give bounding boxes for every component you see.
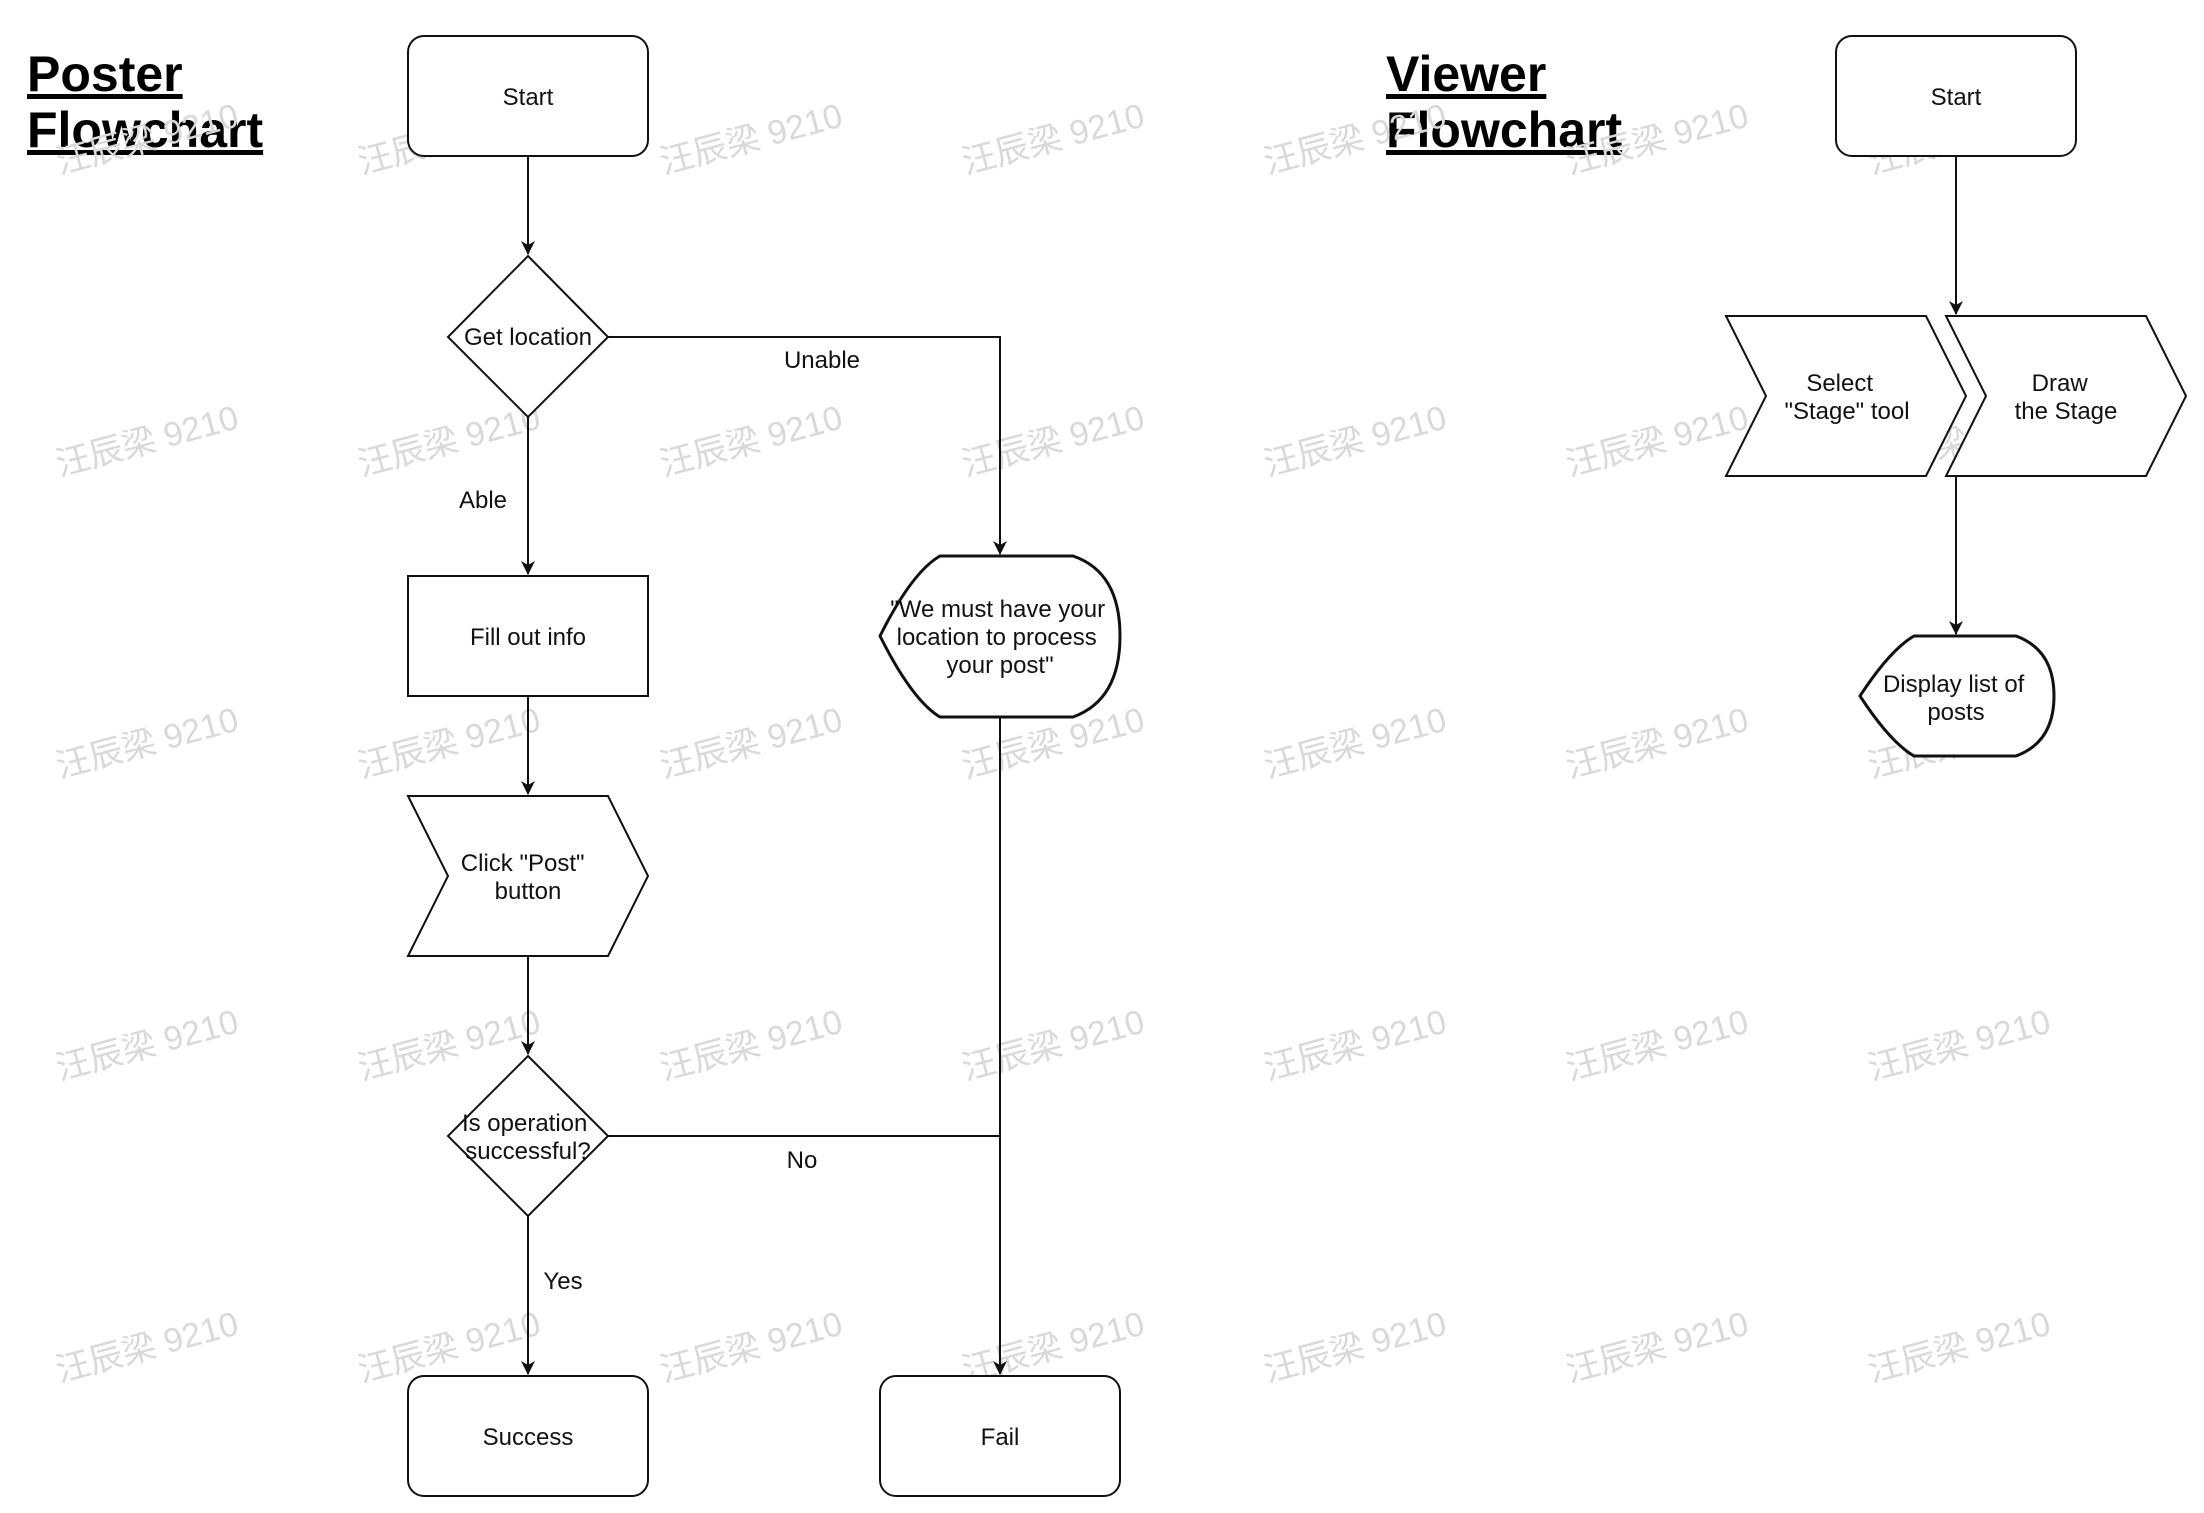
select-stage-tool-line-2: "Stage" tool <box>1784 398 1909 425</box>
click-post-step <box>406 795 650 957</box>
click-post-label: Click "Post" button <box>461 850 591 905</box>
success-node <box>407 1375 649 1497</box>
watermark-2-2: 汪辰梁 9210 <box>656 701 847 786</box>
watermark-1-1: 汪辰梁 9210 <box>354 399 545 484</box>
location-message-line-2: location to process <box>897 624 1097 651</box>
watermark-3-5: 汪辰梁 9210 <box>1562 1003 1753 1088</box>
viewer-start-node <box>1835 35 2077 157</box>
watermark-0-3: 汪辰梁 9210 <box>958 97 1149 182</box>
watermark-1-3: 汪辰梁 9210 <box>958 399 1149 484</box>
watermark-2-5: 汪辰梁 9210 <box>1562 701 1753 786</box>
watermark-0-2: 汪辰梁 9210 <box>656 97 847 182</box>
edge-label-yes: Yes <box>543 1268 582 1295</box>
draw-stage-step <box>1944 315 2188 477</box>
watermark-0-4: 汪辰梁 9210 <box>1260 97 1451 182</box>
select-stage-tool-line-1: Select <box>1806 370 1873 397</box>
watermark-0-5: 汪辰梁 9210 <box>1562 97 1753 182</box>
poster-title-line-1: Poster <box>27 46 183 102</box>
watermark-4-2: 汪辰梁 9210 <box>656 1305 847 1390</box>
node-layer <box>406 35 2188 1497</box>
watermark-1-0: 汪辰梁 9210 <box>52 399 243 484</box>
watermark-1-4: 汪辰梁 9210 <box>1260 399 1451 484</box>
watermark-4-4: 汪辰梁 9210 <box>1260 1305 1451 1390</box>
watermark-3-2: 汪辰梁 9210 <box>656 1003 847 1088</box>
edge-label-able: Able <box>459 487 507 514</box>
edge-label-unable: Unable <box>784 347 860 374</box>
viewer-flowchart-title: Viewer Flowchart <box>1386 46 1622 158</box>
connector-layer <box>521 156 1963 1375</box>
operation-successful-line-1: Is operation <box>462 1110 587 1137</box>
watermark-2-4: 汪辰梁 9210 <box>1260 701 1451 786</box>
poster-start-label: Start <box>503 84 554 111</box>
fill-out-info-node <box>407 575 649 697</box>
draw-stage-label: Draw the Stage <box>2015 370 2118 425</box>
poster-start-node <box>407 35 649 157</box>
watermark-3-4: 汪辰梁 9210 <box>1260 1003 1451 1088</box>
location-message-line-3: your post" <box>946 652 1053 679</box>
draw-stage-line-1: Draw <box>2032 370 2089 397</box>
watermark-0-0: 汪辰梁 9210 <box>52 97 243 182</box>
fail-label: Fail <box>981 1424 1020 1451</box>
location-message-display <box>878 554 1122 719</box>
display-posts-line-1: Display list of <box>1883 671 2025 698</box>
watermark-layer: 汪辰梁 9210 汪辰梁 9210 汪辰梁 9210 汪辰梁 9210 汪辰梁 9210… <box>52 97 2055 1390</box>
display-posts-line-2: posts <box>1927 699 1984 726</box>
edge-label-no: No <box>787 1147 818 1174</box>
select-stage-tool-step <box>1724 315 1968 477</box>
edge-get-location-unable <box>608 336 1007 555</box>
get-location-label: Get location <box>464 324 592 351</box>
poster-flowchart-title: Poster Flowchart <box>27 46 263 158</box>
operation-successful-label: Is operation successful? <box>462 1110 594 1165</box>
watermark-4-6: 汪辰梁 9210 <box>1864 1305 2055 1390</box>
watermark-1-5: 汪辰梁 9210 <box>1562 399 1753 484</box>
draw-stage-line-2: the Stage <box>2015 398 2118 425</box>
watermark-4-5: 汪辰梁 9210 <box>1562 1305 1753 1390</box>
click-post-label-line-1: Click "Post" <box>461 850 585 877</box>
get-location-label-line-1: Get location <box>464 324 592 351</box>
location-message-line-1: "We must have your <box>890 596 1105 623</box>
watermark-3-3: 汪辰梁 9210 <box>958 1003 1149 1088</box>
watermark-4-0: 汪辰梁 9210 <box>52 1305 243 1390</box>
viewer-title-line-1: Viewer <box>1386 46 1547 102</box>
display-posts-label: Display list of posts <box>1883 671 2031 726</box>
poster-title-line-2: Flowchart <box>27 102 264 158</box>
operation-successful-decision <box>446 1054 610 1218</box>
viewer-title-line-2: Flowchart <box>1386 102 1623 158</box>
viewer-start-label: Start <box>1931 84 1982 111</box>
get-location-decision <box>446 254 610 419</box>
label-layer: Start Get location Fill out info Click "… <box>459 84 2117 1451</box>
fill-out-info-label-line-1: Fill out info <box>470 624 586 651</box>
watermark-2-0: 汪辰梁 9210 <box>52 701 243 786</box>
watermark-2-1: 汪辰梁 9210 <box>354 701 545 786</box>
display-posts-display <box>1858 634 2056 758</box>
operation-successful-line-2: successful? <box>465 1138 590 1165</box>
watermark-3-0: 汪辰梁 9210 <box>52 1003 243 1088</box>
select-stage-tool-label: Select "Stage" tool <box>1784 370 1909 425</box>
fill-out-info-label: Fill out info <box>470 624 586 651</box>
fail-node <box>879 1375 1121 1497</box>
click-post-label-line-2: button <box>495 878 562 905</box>
watermark-1-2: 汪辰梁 9210 <box>656 399 847 484</box>
location-message-label: "We must have your location to process y… <box>890 596 1112 679</box>
success-label: Success <box>483 1424 574 1451</box>
watermark-3-6: 汪辰梁 9210 <box>1864 1003 2055 1088</box>
